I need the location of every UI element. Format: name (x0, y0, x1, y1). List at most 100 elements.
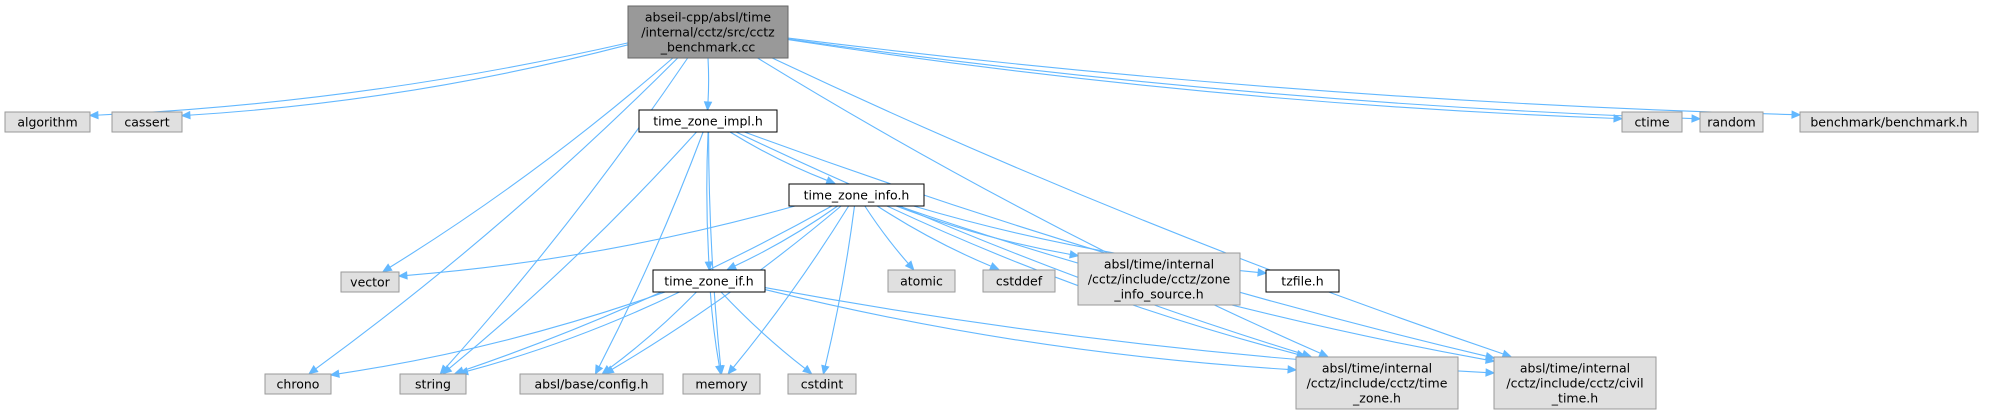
edge-time_zone_impl-to-civil_time (744, 131, 1496, 361)
edge-arrowhead (715, 364, 724, 376)
edge-arrowhead (308, 365, 319, 375)
node-label-line: _benchmark.cc (660, 40, 756, 55)
edge-line (864, 205, 909, 264)
node-ctime: ctime (1621, 111, 1683, 133)
edge-arrowhead (1501, 349, 1513, 358)
edge-layer (88, 37, 1802, 378)
edge-time_zone_impl-to-string (442, 131, 697, 375)
edge-root-to-benchmark (787, 37, 1802, 119)
edge-line (462, 205, 833, 372)
edge-arrowhead (1287, 365, 1298, 374)
node-label-line: absl/base/config.h (535, 377, 649, 392)
edge-arrowhead (601, 365, 612, 375)
edge-time_zone_info-to-cstddef (876, 205, 1000, 271)
edge-time_zone_impl-to-time_zone_info (729, 131, 836, 185)
node-chrono: chrono (264, 373, 332, 395)
edge-line (598, 131, 704, 367)
node-label-line: atomic (900, 274, 943, 289)
edge-arrowhead (1485, 368, 1496, 377)
edge-arrowhead (180, 110, 191, 120)
edge-arrowhead (821, 364, 830, 376)
edge-arrowhead (726, 261, 738, 270)
edge-time_zone_impl-to-memory (708, 131, 725, 376)
edge-line (732, 205, 850, 368)
node-zone_info_source: absl/time/internal/cctz/include/cctz/zon… (1077, 252, 1241, 306)
node-box (519, 373, 664, 395)
edge-line (97, 42, 629, 116)
edge-arrowhead (904, 260, 915, 271)
edge-arrowhead (88, 110, 99, 120)
edge-arrowhead (1257, 268, 1268, 277)
node-label-line: string (415, 377, 451, 392)
node-box (340, 271, 400, 293)
edge-line (608, 291, 697, 370)
edge-time_zone_info-to-zone_info_source (895, 205, 1080, 259)
node-box (1493, 356, 1657, 410)
edge-time_zone_if-to-string (458, 291, 680, 376)
node-label-line: /cctz/include/cctz/time (1307, 376, 1448, 391)
node-memory: memory (682, 373, 761, 395)
node-box (627, 5, 789, 59)
edge-arrowhead (1485, 355, 1496, 364)
node-tzfile[interactable]: tzfile.h (1265, 269, 1340, 293)
node-time_zone_h: absl/time/internal/cctz/include/cctz/tim… (1295, 356, 1459, 410)
node-civil_time: absl/time/internal/cctz/include/cctz/civ… (1493, 356, 1657, 410)
node-label-line: _info_source.h (1113, 287, 1203, 302)
edge-root-to-time_zone_h (757, 57, 1329, 358)
edge-line (824, 205, 856, 367)
node-box (264, 373, 332, 395)
node-label-line: _time.h (1551, 391, 1598, 406)
edge-line (787, 38, 1693, 120)
edge-line (707, 57, 710, 103)
edge-root-to-ctime (787, 39, 1624, 123)
edge-line (445, 57, 689, 369)
edge-arrowhead (329, 369, 340, 378)
edge-time_zone_info-to-memory (727, 205, 850, 375)
edge-arrowhead (1318, 349, 1329, 358)
edge-line (389, 57, 674, 268)
node-label-line: cassert (124, 115, 169, 130)
node-label-line: /cctz/include/cctz/civil (1506, 376, 1643, 391)
edge-line (734, 205, 838, 267)
edge-arrowhead (594, 364, 604, 375)
node-box (652, 269, 766, 293)
node-label-line: algorithm (17, 115, 77, 130)
edge-line (406, 205, 796, 276)
node-label-line: vector (350, 275, 391, 290)
node-label-line: ctime (1634, 115, 1669, 130)
node-time_zone_if[interactable]: time_zone_if.h (652, 269, 766, 293)
edge-line (448, 131, 697, 369)
node-time_zone_info[interactable]: time_zone_info.h (788, 183, 925, 207)
edge-line (720, 291, 806, 370)
edge-arrowhead (825, 176, 836, 185)
edge-root-to-vector (382, 57, 674, 273)
node-label-line: cstdint (801, 377, 844, 392)
edge-root-to-civil_time (771, 57, 1513, 358)
edge-time_zone_info-to-time_zone_if (726, 205, 838, 270)
node-box (1265, 269, 1340, 293)
edge-arrowhead (442, 364, 453, 375)
edge-line (744, 131, 1487, 357)
edge-line (787, 37, 1793, 116)
node-label-line: cstddef (996, 274, 1043, 289)
node-label-line: /cctz/include/cctz/zone (1088, 272, 1231, 287)
edge-line (708, 131, 722, 367)
node-label-line: tzfile.h (1281, 274, 1323, 289)
edge-line (467, 291, 680, 372)
edge-time_zone_info-to-vector (397, 205, 796, 280)
edge-root-to-random (787, 38, 1702, 123)
edge-arrowhead (1691, 114, 1702, 123)
edge-line (787, 39, 1615, 119)
edge-line (771, 57, 1504, 355)
edge-arrowhead (727, 364, 737, 375)
edge-arrowhead (989, 262, 1000, 271)
edge-root-to-algorithm (88, 42, 629, 120)
node-time_zone_impl[interactable]: time_zone_impl.h (638, 109, 778, 133)
node-box (399, 373, 467, 395)
node-root[interactable]: abseil-cpp/absl/time/internal/cctz/src/c… (627, 5, 789, 59)
node-cstdint: cstdint (787, 373, 857, 395)
edge-time_zone_if-to-config (601, 291, 697, 375)
edge-line (315, 57, 679, 370)
edge-line (709, 291, 720, 367)
node-label-line: absl/time/internal (1322, 361, 1432, 376)
